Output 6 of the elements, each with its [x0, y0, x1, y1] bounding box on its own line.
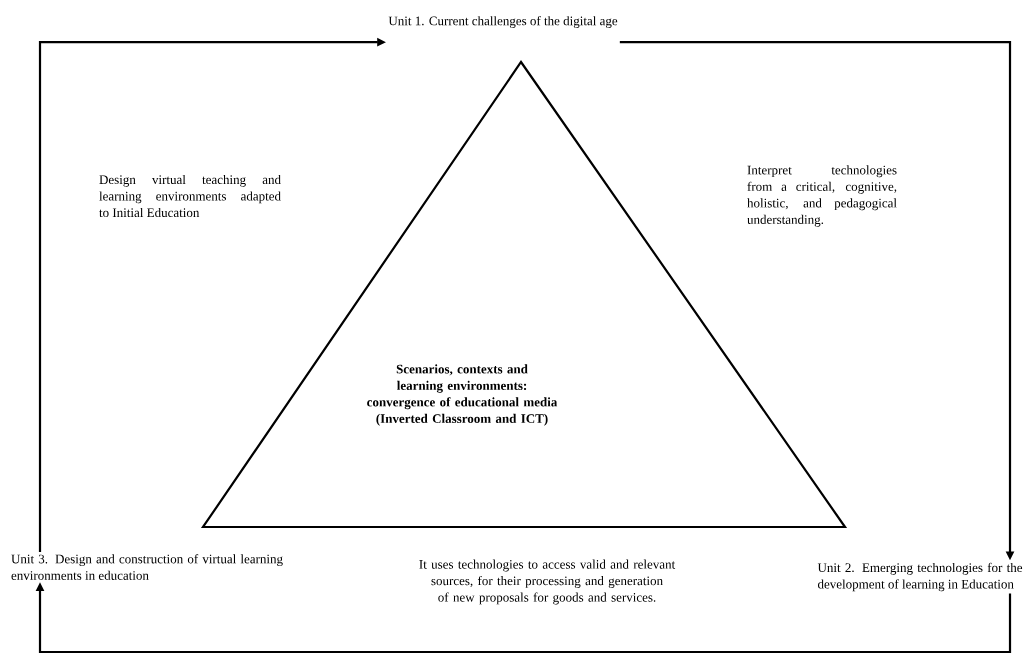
- unit-heading: Unit 3. Design and construction of virtual learning environments in education: [11, 554, 283, 580]
- objective-text: Interpret technologies from a critical, cognitive, holistic, and pedagogical understanding.: [747, 165, 897, 227]
- objective-text: It uses technologies to access valid and relevant sources, for their processing and generation of new proposals for goods and services.: [419, 559, 676, 605]
- unit-heading: Unit 2. Emerging technologies for the development of learning in Education: [817, 562, 1023, 592]
- objective-text: Design virtual teaching and learning environments adapted to Initial Education: [99, 174, 281, 218]
- unit-heading: Unit 1. Current challenges of the digital age: [388, 16, 618, 28]
